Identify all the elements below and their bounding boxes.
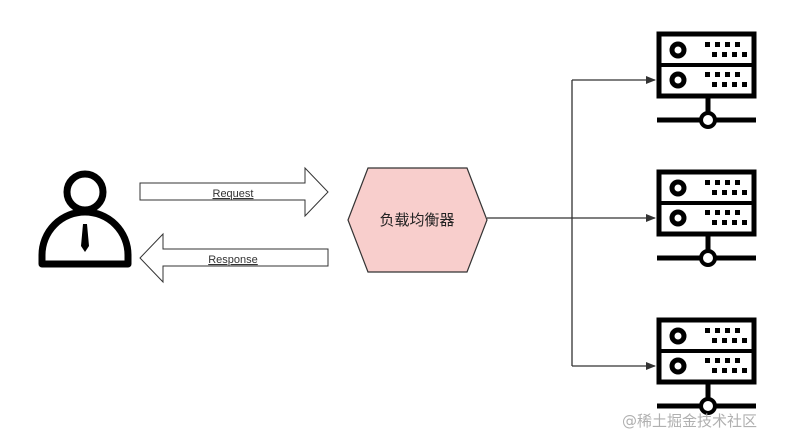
request-label: Request: [213, 188, 254, 200]
load-balancer-label: 负载均衡器: [379, 211, 454, 229]
response-label: Response: [208, 254, 258, 266]
load-balancer-node: 负载均衡器: [347, 167, 488, 273]
server-icon: [657, 320, 756, 413]
server-icon: [657, 34, 756, 127]
request-arrow: Request: [139, 166, 329, 218]
response-arrow: Response: [139, 232, 329, 284]
watermark: @稀土掘金技术社区: [622, 412, 757, 430]
connector-lines: [487, 76, 656, 370]
server-icon: [657, 172, 756, 265]
user-icon: [38, 170, 132, 268]
